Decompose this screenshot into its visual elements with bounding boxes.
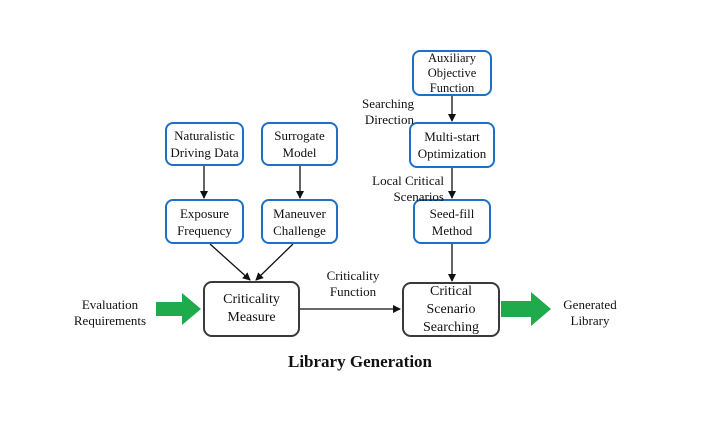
- criticality-measure-label: Criticality Measure: [223, 292, 280, 325]
- naturalistic-driving-data-label: Naturalistic Driving Data: [170, 128, 239, 160]
- seed-fill-method-label: Seed-fill Method: [429, 205, 475, 238]
- criticality-measure-box: Criticality Measure: [203, 281, 300, 337]
- exposure-frequency-box: Exposure Frequency: [165, 199, 244, 244]
- multi-start-optimization-label: Multi-start Optimization: [417, 129, 487, 161]
- local-critical-scenarios-label: Local Critical Scenarios: [372, 173, 444, 204]
- critical-scenario-searching-box: Critical Scenario Searching: [402, 282, 500, 337]
- evaluation-input-arrow: [156, 293, 201, 325]
- diagram-title: Library Generation: [287, 352, 432, 371]
- arrow-maneuver-to-measure: [255, 243, 294, 281]
- maneuver-challenge-box: Maneuver Challenge: [261, 199, 338, 244]
- generated-library-label: Generated Library: [563, 297, 617, 328]
- generated-output-arrow: [501, 292, 551, 326]
- seed-fill-method-box: Seed-fill Method: [413, 199, 491, 244]
- naturalistic-driving-data-box: Naturalistic Driving Data: [165, 122, 244, 166]
- searching-direction-label: Searching Direction: [362, 96, 414, 127]
- evaluation-requirements-label: Evaluation Requirements: [73, 297, 147, 328]
- auxiliary-objective-function-label: Auxiliary Objective Function: [427, 50, 477, 95]
- surrogate-model-box: Surrogate Model: [261, 122, 338, 166]
- multi-start-optimization-box: Multi-start Optimization: [409, 122, 495, 168]
- arrow-exposure-to-measure: [209, 243, 251, 281]
- criticality-function-label: Criticality Function: [326, 268, 380, 299]
- critical-scenario-searching-label: Critical Scenario Searching: [423, 283, 479, 335]
- exposure-frequency-label: Exposure Frequency: [177, 205, 232, 238]
- surrogate-model-label: Surrogate Model: [274, 128, 325, 160]
- auxiliary-objective-function-box: Auxiliary Objective Function: [412, 50, 492, 96]
- maneuver-challenge-label: Maneuver Challenge: [273, 205, 326, 238]
